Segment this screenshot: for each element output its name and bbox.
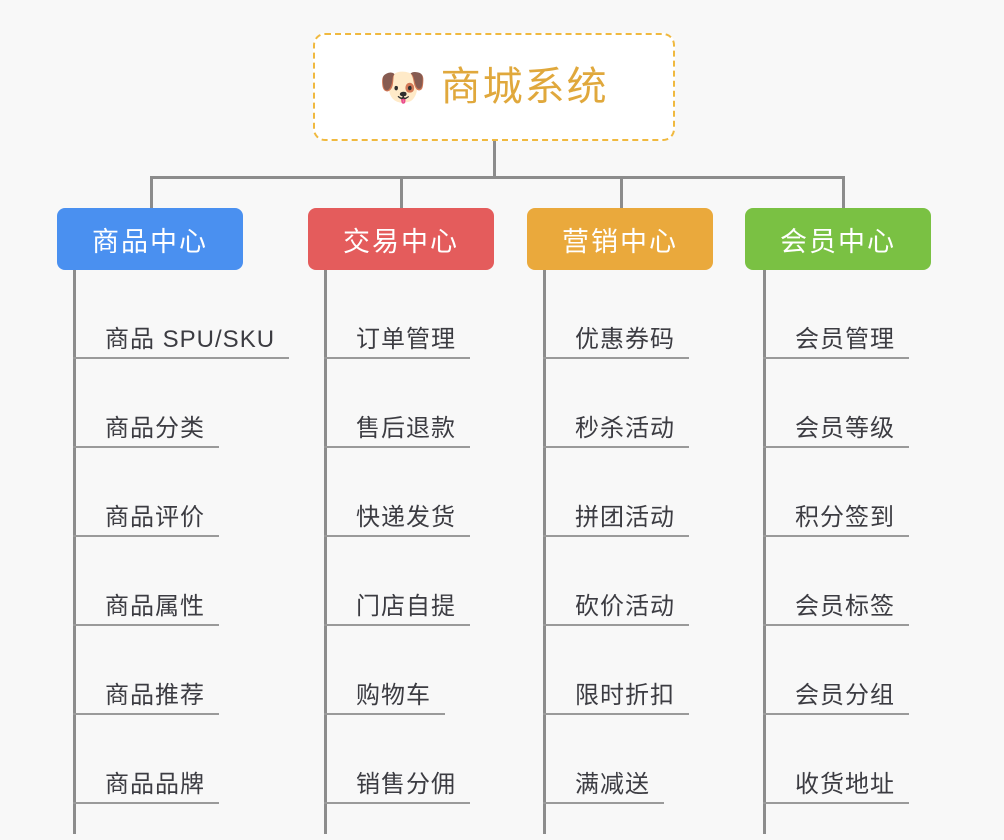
leaf-item-label: 门店自提 bbox=[356, 592, 456, 620]
leaf-item-label: 购物车 bbox=[356, 681, 431, 709]
leaf-item-label: 商品品牌 bbox=[105, 770, 205, 798]
leaf-spine bbox=[324, 270, 327, 834]
leaf-item-label: 会员分组 bbox=[795, 681, 895, 709]
connector-drop-trade-center bbox=[400, 176, 403, 210]
leaf-item-label: 会员标签 bbox=[795, 592, 895, 620]
leaf-item-label: 秒杀活动 bbox=[575, 414, 675, 442]
leaf-item-label: 售后退款 bbox=[356, 414, 456, 442]
leaf-item-label: 商品分类 bbox=[105, 414, 205, 442]
leaf-item[interactable]: 商品属性 bbox=[73, 537, 219, 626]
leaf-item[interactable]: 会员等级 bbox=[763, 359, 909, 448]
leaf-item[interactable]: 商品 SPU/SKU bbox=[73, 270, 290, 359]
leaf-spine bbox=[73, 270, 76, 834]
branch-node-member-center[interactable]: 会员中心 bbox=[745, 208, 931, 270]
leaf-item-label: 优惠券码 bbox=[575, 325, 675, 353]
leaf-item[interactable]: 会员标签 bbox=[763, 537, 909, 626]
leaf-item[interactable]: 限时折扣 bbox=[543, 626, 689, 715]
leaf-item[interactable]: 商品推荐 bbox=[73, 626, 219, 715]
leaf-item[interactable]: 购物车 bbox=[324, 626, 445, 715]
root-node-shop-system[interactable]: 🐶 商城系统 bbox=[313, 33, 675, 141]
leaf-spine bbox=[543, 270, 546, 834]
leaf-item-label: 商品 SPU/SKU bbox=[105, 325, 276, 353]
leaf-item[interactable]: 商品评价 bbox=[73, 448, 219, 537]
leaf-item-label: 商品评价 bbox=[105, 503, 205, 531]
leaf-item-label: 商品推荐 bbox=[105, 681, 205, 709]
leaf-item[interactable]: 会员分组 bbox=[763, 626, 909, 715]
leaf-item-label: 会员管理 bbox=[795, 325, 895, 353]
leaf-item[interactable]: 优惠券码 bbox=[543, 270, 689, 359]
leaf-item-label: 拼团活动 bbox=[575, 503, 675, 531]
branch-label: 交易中心 bbox=[343, 226, 459, 257]
leaf-item-label: 限时折扣 bbox=[575, 681, 675, 709]
branch-label: 会员中心 bbox=[780, 226, 896, 257]
root-node-title: 商城系统 bbox=[440, 65, 609, 109]
branch-label: 营销中心 bbox=[562, 226, 678, 257]
leaf-item[interactable]: 快递发货 bbox=[324, 448, 470, 537]
leaf-item-label: 砍价活动 bbox=[575, 592, 675, 620]
connector-root-stem bbox=[493, 141, 496, 178]
leaf-item-label: 积分签到 bbox=[795, 503, 895, 531]
leaf-item[interactable]: 拼团活动 bbox=[543, 448, 689, 537]
leaf-item[interactable]: 积分签到 bbox=[763, 448, 909, 537]
leaf-item-label: 订单管理 bbox=[356, 325, 456, 353]
leaf-item-label: 商品属性 bbox=[105, 592, 205, 620]
connector-horizontal-bus bbox=[150, 176, 845, 179]
leaf-item[interactable]: 秒杀活动 bbox=[543, 359, 689, 448]
leaf-item[interactable]: 满减送 bbox=[543, 715, 664, 804]
leaf-item-label: 会员等级 bbox=[795, 414, 895, 442]
leaf-item[interactable]: 收货地址 bbox=[763, 715, 909, 804]
connector-drop-member-center bbox=[842, 176, 845, 210]
leaf-item-label: 销售分佣 bbox=[356, 770, 456, 798]
leaf-spine bbox=[763, 270, 766, 834]
leaf-item[interactable]: 商品品牌 bbox=[73, 715, 219, 804]
leaf-item-label: 收货地址 bbox=[795, 770, 895, 798]
leaf-item-label: 快递发货 bbox=[356, 503, 456, 531]
branch-label: 商品中心 bbox=[92, 226, 208, 257]
branch-node-marketing-center[interactable]: 营销中心 bbox=[527, 208, 713, 270]
leaf-item[interactable]: 销售分佣 bbox=[324, 715, 470, 804]
leaf-item[interactable]: 商品分类 bbox=[73, 359, 219, 448]
connector-drop-marketing-center bbox=[620, 176, 623, 210]
branch-node-product-center[interactable]: 商品中心 bbox=[57, 208, 243, 270]
branch-node-trade-center[interactable]: 交易中心 bbox=[308, 208, 494, 270]
leaf-item[interactable]: 售后退款 bbox=[324, 359, 470, 448]
leaf-item[interactable]: 订单管理 bbox=[324, 270, 470, 359]
leaf-item[interactable]: 砍价活动 bbox=[543, 537, 689, 626]
leaf-item[interactable]: 会员管理 bbox=[763, 270, 909, 359]
connector-drop-product-center bbox=[150, 176, 153, 210]
leaf-item-label: 满减送 bbox=[575, 770, 650, 798]
shiba-dog-face-icon: 🐶 bbox=[379, 67, 427, 109]
leaf-item[interactable]: 门店自提 bbox=[324, 537, 470, 626]
